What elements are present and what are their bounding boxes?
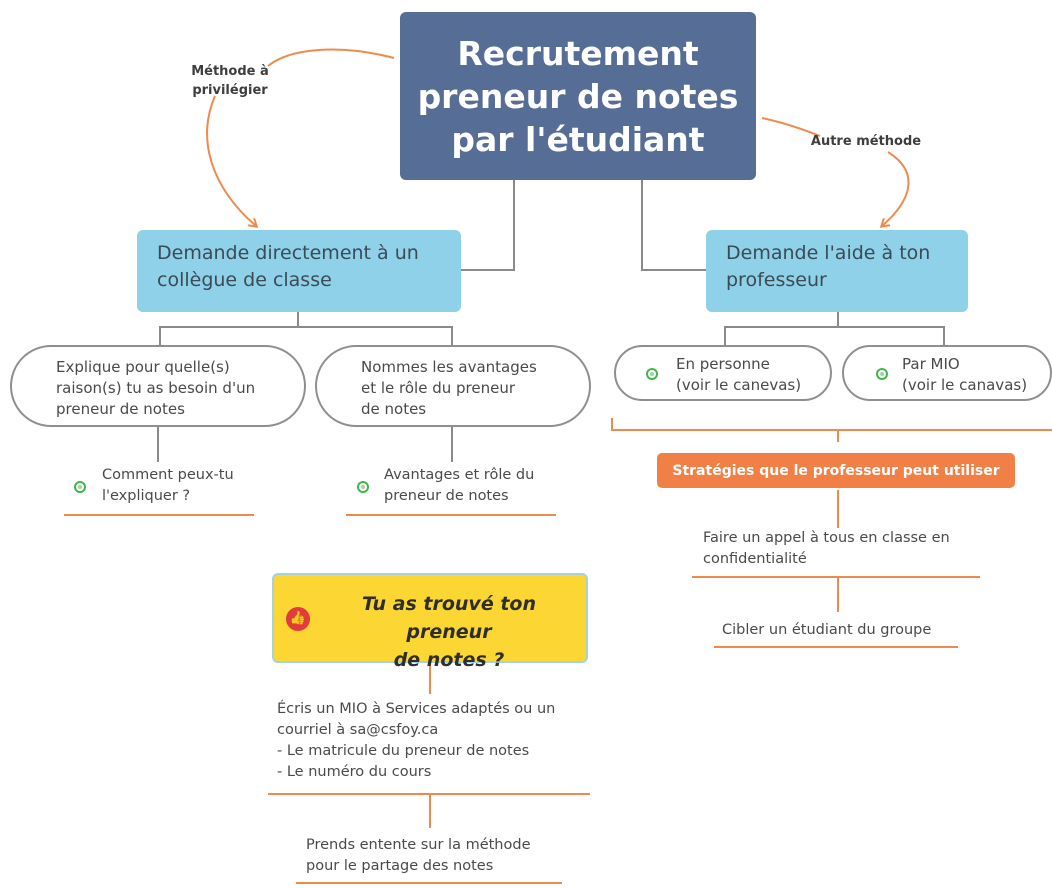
pill-line: et le rôle du preneur <box>361 379 516 397</box>
link-left-pills <box>159 312 453 345</box>
note-line: Avantages et rôle du <box>384 467 535 483</box>
branch-left-line: Demande directement à un <box>157 242 419 264</box>
edge-label-left: Méthode à privilégier <box>176 62 284 100</box>
curve-left-top <box>267 48 395 67</box>
strategy-line: Faire un appel à tous en classe en <box>703 530 950 546</box>
step-line: pour le partage des notes <box>306 858 494 874</box>
bracket-right-pills <box>611 418 1052 431</box>
found-title-line: Tu as trouvé ton preneur <box>362 593 536 643</box>
step-line: Prends entente sur la méthode <box>306 837 531 853</box>
step-line: - Le numéro du cours <box>277 764 432 780</box>
link-right-pills <box>724 312 945 345</box>
curve-right-top <box>761 117 821 137</box>
branch-right-line: Demande l'aide à ton <box>726 242 931 264</box>
pill-line: Nommes les avantages <box>361 358 537 376</box>
note-underline <box>64 514 254 516</box>
root-node: Recrutement preneur de notes par l'étudi… <box>400 12 756 180</box>
check-icon <box>74 481 86 493</box>
pill-explain-reasons: Explique pour quelle(s) raison(s) tu as … <box>10 345 306 427</box>
step-underline <box>268 793 590 795</box>
edge-label-right: Autre méthode <box>810 134 922 149</box>
thumbs-up-icon: 👍 <box>286 607 310 631</box>
edge-label-line: privilégier <box>192 83 268 98</box>
strategy-target-student: Cibler un étudiant du groupe <box>722 622 932 638</box>
step-line: - Le matricule du preneur de notes <box>277 743 530 759</box>
pill-line: En personne <box>676 355 770 373</box>
check-icon <box>357 481 369 493</box>
step-write-mio: Écris un MIO à Services adaptés ou un co… <box>277 699 587 783</box>
curve-left-arrow <box>206 95 256 226</box>
strategies-badge: Stratégies que le professeur peut utilis… <box>657 453 1015 488</box>
pill-line: Explique pour quelle(s) <box>56 358 230 376</box>
note-how-explain: Comment peux-tu l'expliquer ? <box>102 465 262 507</box>
pill-name-advantages: Nommes les avantages et le rôle du prene… <box>315 345 591 427</box>
check-icon <box>646 368 658 380</box>
curve-right-arrow <box>882 151 910 226</box>
strategy-underline <box>692 576 980 578</box>
found-title-line: de notes ? <box>393 649 505 671</box>
edge-label-line: Méthode à <box>191 64 269 79</box>
branch-right-line: professeur <box>726 269 827 291</box>
check-icon <box>876 368 888 380</box>
pill-line: (voir le canevas) <box>676 376 802 394</box>
strategy-underline <box>714 646 958 648</box>
pill-by-mio: Par MIO (voir le canavas) <box>842 345 1052 401</box>
strategy-call-to-all: Faire un appel à tous en classe en confi… <box>703 528 993 570</box>
note-underline <box>346 514 556 516</box>
pill-line: Par MIO <box>902 355 960 373</box>
step-line: Écris un MIO à Services adaptés ou un <box>277 701 556 717</box>
step-agree-method: Prends entente sur la méthode pour le pa… <box>306 835 566 877</box>
branch-left-line: collègue de classe <box>157 269 332 291</box>
pill-line: (voir le canavas) <box>902 376 1028 394</box>
step-underline <box>296 882 562 884</box>
root-title-line: Recrutement <box>457 33 699 73</box>
root-title-line: par l'étudiant <box>451 119 705 159</box>
branch-left: Demande directement à un collègue de cla… <box>137 230 461 312</box>
pill-line: de notes <box>361 400 427 418</box>
note-line: Comment peux-tu <box>102 467 234 483</box>
found-title: Tu as trouvé ton preneur de notes ? <box>320 590 578 674</box>
found-note-taker-box <box>272 573 588 663</box>
step-line: courriel à sa@csfoy.ca <box>277 722 439 738</box>
note-advantages-role: Avantages et rôle du preneur de notes <box>384 465 564 507</box>
branch-right: Demande l'aide à ton professeur <box>706 230 968 312</box>
pill-line: preneur de notes <box>56 400 185 418</box>
pill-in-person: En personne (voir le canevas) <box>614 345 832 401</box>
note-line: l'expliquer ? <box>102 488 191 504</box>
root-title-line: preneur de notes <box>417 76 739 116</box>
pill-line: raison(s) tu as besoin d'un <box>56 379 256 397</box>
link-root-left <box>460 180 515 271</box>
link-root-right <box>641 180 706 271</box>
note-line: preneur de notes <box>384 488 509 504</box>
strategy-line: confidentialité <box>703 551 807 567</box>
